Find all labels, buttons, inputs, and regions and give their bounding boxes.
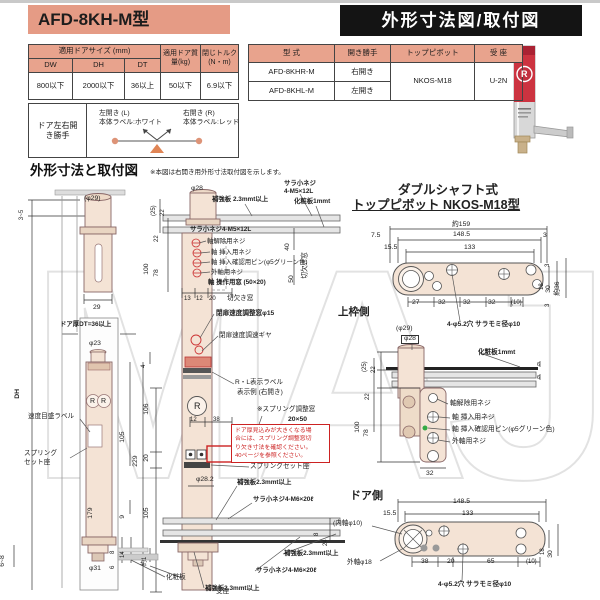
door-side-dims bbox=[397, 499, 559, 567]
handing-right-text: 右開き (R) 本体ラベル:レッド bbox=[183, 110, 239, 128]
spec-door-size-header: 適用ドアサイズ (mm) bbox=[28, 44, 161, 59]
pivot-detail bbox=[386, 344, 538, 463]
warning-line-3: り欠き寸法を確認ください。 bbox=[235, 444, 312, 451]
spec-dt-value: 36以上 bbox=[124, 72, 161, 100]
front-view-device bbox=[160, 189, 345, 591]
model-col-handing: 開き勝手 bbox=[334, 44, 391, 63]
handing-right-line1: 右開き (R) bbox=[183, 110, 215, 117]
model-row-1: AFD-8KHR-M 右開き NKOS-M18 U-2N bbox=[248, 62, 523, 101]
section-note: ※本図は右開き用外形寸法取付図を示します。 bbox=[150, 169, 285, 176]
handing-left-line2: 本体ラベル:ホワイト bbox=[99, 118, 163, 126]
handing-row-label: ドア左右開き勝手 bbox=[28, 103, 87, 158]
spec-table: 適用ドアサイズ (mm) 適用ドア質量(kg) 閉じトルク(N・m) DW DH… bbox=[28, 44, 239, 100]
front-view-leaders bbox=[193, 193, 337, 589]
model-2-handing: 左開き bbox=[334, 81, 391, 101]
model-row-2: AFD-8KHL-M 左開き bbox=[248, 81, 523, 101]
warning-line-4: 40ページを参照ください。 bbox=[235, 452, 307, 459]
frame-side-dims bbox=[389, 226, 567, 307]
handing-left-line1: 左開き (L) bbox=[99, 110, 130, 117]
spec-dh-value: 2000以下 bbox=[72, 72, 125, 100]
warning-line-2: 合には、スプリング調整窓切 bbox=[235, 436, 312, 443]
frame-side-plate bbox=[392, 262, 544, 322]
handing-content: 左開き (L) 本体ラベル:ホワイト 右開き (R) 本体ラベル:レッド bbox=[86, 103, 239, 158]
model-pivot-value: NKOS-M18 bbox=[390, 62, 475, 101]
model-1-name: AFD-8KHR-M bbox=[248, 62, 335, 82]
spec-mass-value: 50以下 bbox=[160, 72, 201, 100]
left-view-device bbox=[54, 189, 216, 591]
page-top-strip bbox=[0, 0, 600, 3]
spec-dw-value: 800以下 bbox=[28, 72, 73, 100]
pivot-detail-dims bbox=[373, 351, 541, 463]
section-title: 外形寸法と取付図 bbox=[30, 163, 138, 178]
model-col-type: 型 式 bbox=[248, 44, 335, 63]
spec-torque-header: 閉じトルク(N・m) bbox=[200, 44, 239, 73]
model-col-pivot: トップピボット bbox=[390, 44, 475, 63]
model-seat-value: U-2N bbox=[474, 62, 523, 101]
front-view-dim-lines bbox=[159, 199, 446, 542]
handing-right-line2: 本体ラベル:レッド bbox=[183, 118, 239, 126]
model-table: 型 式 開き勝手 トップピボット 受 座 AFD-8KHR-M 右開き NKOS… bbox=[248, 44, 523, 101]
handing-left-text: 左開き (L) 本体ラベル:ホワイト bbox=[99, 110, 162, 128]
spec-col-dh: DH bbox=[72, 58, 125, 73]
page-title: AFD-8KH-M型 bbox=[28, 5, 230, 34]
model-2-name: AFD-8KHL-M bbox=[248, 81, 335, 101]
model-1-handing: 右開き bbox=[334, 62, 391, 82]
spring-warning-box: ドア厚見込みが大きくなる場 合には、スプリング調整窓切 り欠き寸法を確認ください… bbox=[231, 424, 330, 464]
spec-col-dw: DW bbox=[28, 58, 73, 73]
handing-diagram bbox=[111, 128, 203, 153]
spec-col-dt: DT bbox=[124, 58, 161, 73]
handing-table: ドア左右開き勝手 左開き (L) 本体ラベル:ホワイト 右開き (R) 本体ラベ… bbox=[28, 103, 239, 158]
model-col-seat: 受 座 bbox=[474, 44, 523, 63]
door-side-plate bbox=[371, 521, 546, 582]
spec-mass-header: 適用ドア質量(kg) bbox=[160, 44, 201, 73]
spec-torque-value: 6.9以下 bbox=[200, 72, 239, 100]
warning-line-1: ドア厚見込みが大きくなる場 bbox=[235, 428, 312, 434]
doc-title: 外形寸法図/取付図 bbox=[340, 5, 582, 36]
